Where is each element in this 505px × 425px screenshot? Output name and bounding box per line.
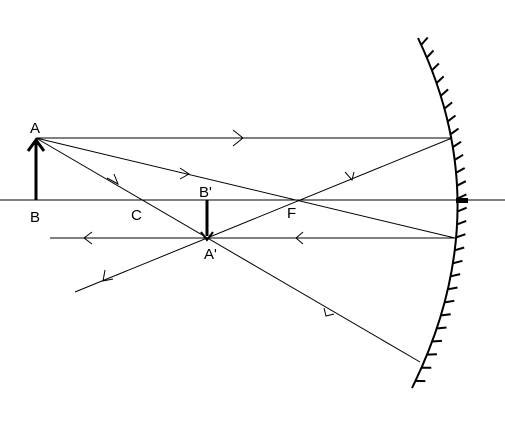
arrowhead-reflected-parallel-right xyxy=(295,231,304,245)
mirror-hatch-mark xyxy=(431,62,440,72)
object-arrow-head xyxy=(26,137,46,152)
arrowhead-reflected-focus-lower xyxy=(102,269,114,282)
mirror-hatch-mark xyxy=(420,36,429,46)
arrowhead-returning-center xyxy=(323,307,335,317)
mirror-hatch-mark xyxy=(450,273,461,278)
concave-mirror xyxy=(411,37,459,389)
mirror-hatch-mark xyxy=(436,326,447,330)
label-C: C xyxy=(131,207,142,224)
label-F: F xyxy=(287,205,296,222)
label-B-prime: B' xyxy=(199,184,212,201)
mirror-hatch-mark xyxy=(449,127,460,136)
mirror-hatch-mark xyxy=(457,193,467,200)
mirror-hatch-mark xyxy=(455,167,466,174)
mirror-hatch-mark xyxy=(457,206,467,213)
mirror-hatch-mark xyxy=(452,140,462,148)
mirror-hatch-mark xyxy=(443,101,453,110)
label-B: B xyxy=(30,209,40,226)
mirror-hatch-mark xyxy=(454,153,464,161)
mirror-hatch-mark xyxy=(447,286,458,291)
mirror-hatch-mark xyxy=(447,114,457,123)
mirror-hatch-mark xyxy=(454,246,465,252)
mirror-hatch-mark xyxy=(444,299,455,304)
mirror-hatch-mark xyxy=(455,233,466,239)
mirror-hatch-mark xyxy=(452,259,463,265)
mirror-pole-marker xyxy=(456,198,468,203)
arrowhead-center-incident xyxy=(106,173,119,186)
mirror-hatch-mark xyxy=(456,180,467,187)
image-arrow-head xyxy=(200,231,214,242)
mirror-hatch-mark xyxy=(426,49,435,59)
mirror-hatching xyxy=(415,36,467,383)
ray-through-center xyxy=(35,137,421,363)
label-A: A xyxy=(30,120,40,137)
mirror-hatch-mark xyxy=(440,88,449,97)
mirror-hatch-mark xyxy=(456,219,467,226)
arrowhead-reflected-parallel-left xyxy=(83,231,93,245)
ray-through-focus-incident xyxy=(35,137,456,239)
mirror-hatch-mark xyxy=(440,313,451,317)
mirror-hatch-mark xyxy=(432,339,442,343)
label-A-prime: A' xyxy=(204,246,217,263)
arrowhead-reflected-focus-upper xyxy=(344,171,355,182)
arrowhead-parallel-incident xyxy=(232,129,244,147)
ray-reflected-through-focus xyxy=(74,137,453,293)
mirror-hatch-mark xyxy=(435,75,445,84)
arrowhead-focus-incident xyxy=(179,167,190,180)
